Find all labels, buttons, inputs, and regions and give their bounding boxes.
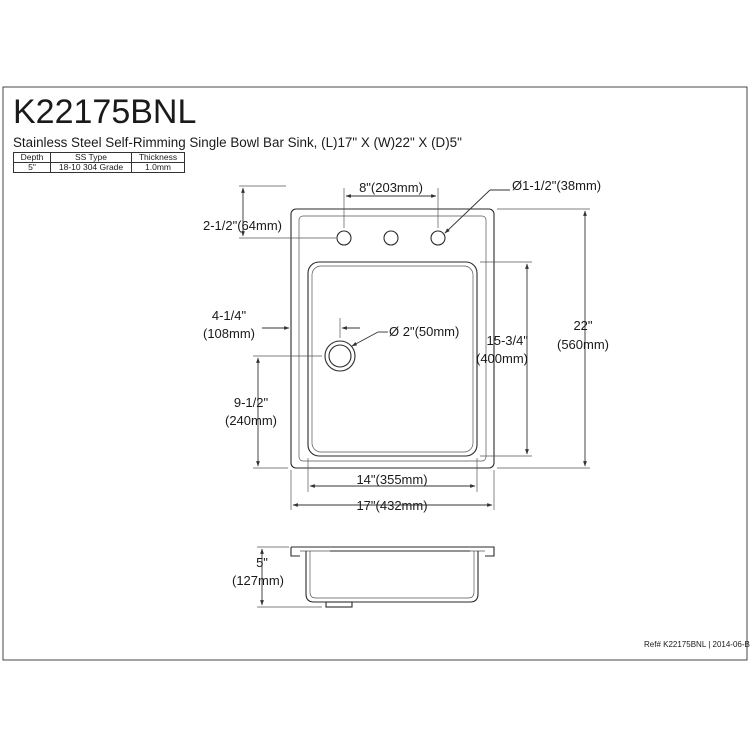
dim-drain-from-front: 9-1/2" (240mm) [225,355,322,469]
sink-rim-inner [298,215,487,462]
dim-drain-from-front-line2: (240mm) [225,413,277,428]
dim-drain-offset-line1: 4-1/4" [212,308,247,323]
faucet-hole-center [383,230,399,246]
dim-hole-offset: 2-1/2"(64mm) [203,185,336,239]
dim-bowl-length-line2: (400mm) [476,351,528,366]
dim-hole-offset-label: 2-1/2"(64mm) [203,218,282,233]
dim-bowl-length-line1: 15-3/4" [487,333,529,348]
dim-depth-line1: 5" [256,555,268,570]
page-border [2,86,748,661]
reference-number: Ref# K22175BNL | 2014-06-B [644,640,750,649]
dim-depth-line2: (127mm) [232,573,284,588]
dim-bowl-length: 15-3/4" (400mm) [476,261,532,457]
dim-faucet-spacing: 8"(203mm) [343,180,439,228]
dim-faucet-spacing-label: 8"(203mm) [359,180,423,195]
dim-drain-offset: 4-1/4" (108mm) [203,308,360,341]
dim-hole-diameter: Ø1-1/2"(38mm) [444,178,601,234]
dim-hole-diameter-label: Ø1-1/2"(38mm) [512,178,601,193]
dim-overall-width-line2: (560mm) [557,337,609,352]
dim-overall-width: 22" (560mm) [497,208,609,469]
spec-table: Depth SS Type Thickness 5" 18-10 304 Gra… [13,152,185,173]
dim-drain-from-front-line1: 9-1/2" [234,395,269,410]
product-subtitle: Stainless Steel Self-Rimming Single Bowl… [13,135,462,150]
dim-bowl-width-label: 14"(355mm) [356,472,427,487]
dim-overall-width-line1: 22" [573,318,592,333]
dim-drain-diameter-label: Ø 2"(50mm) [389,324,459,339]
drain-inner [328,344,352,368]
sink-bowl-outer [307,261,478,457]
product-title: K22175BNL [13,93,197,131]
dim-depth: 5" (127mm) [232,546,322,608]
dim-overall-length-label: 17"(432mm) [356,498,427,513]
dim-overall-length: 17"(432mm) [290,470,495,513]
dim-bowl-width: 14"(355mm) [307,458,478,492]
dim-drain-offset-line2: (108mm) [203,326,255,341]
drain-outer [324,340,356,372]
sink-rim-outer [290,208,495,469]
spec-value-thickness: 1.0mm [131,162,185,173]
sink-bowl-inner [311,265,474,453]
sink-side-view [290,546,495,608]
dim-drain-diameter: Ø 2"(50mm) [351,324,459,347]
sink-top-view [290,208,495,469]
faucet-hole-right [430,230,446,246]
faucet-hole-left [336,230,352,246]
spec-table-value-row: 5" 18-10 304 Grade 1.0mm [13,162,185,173]
